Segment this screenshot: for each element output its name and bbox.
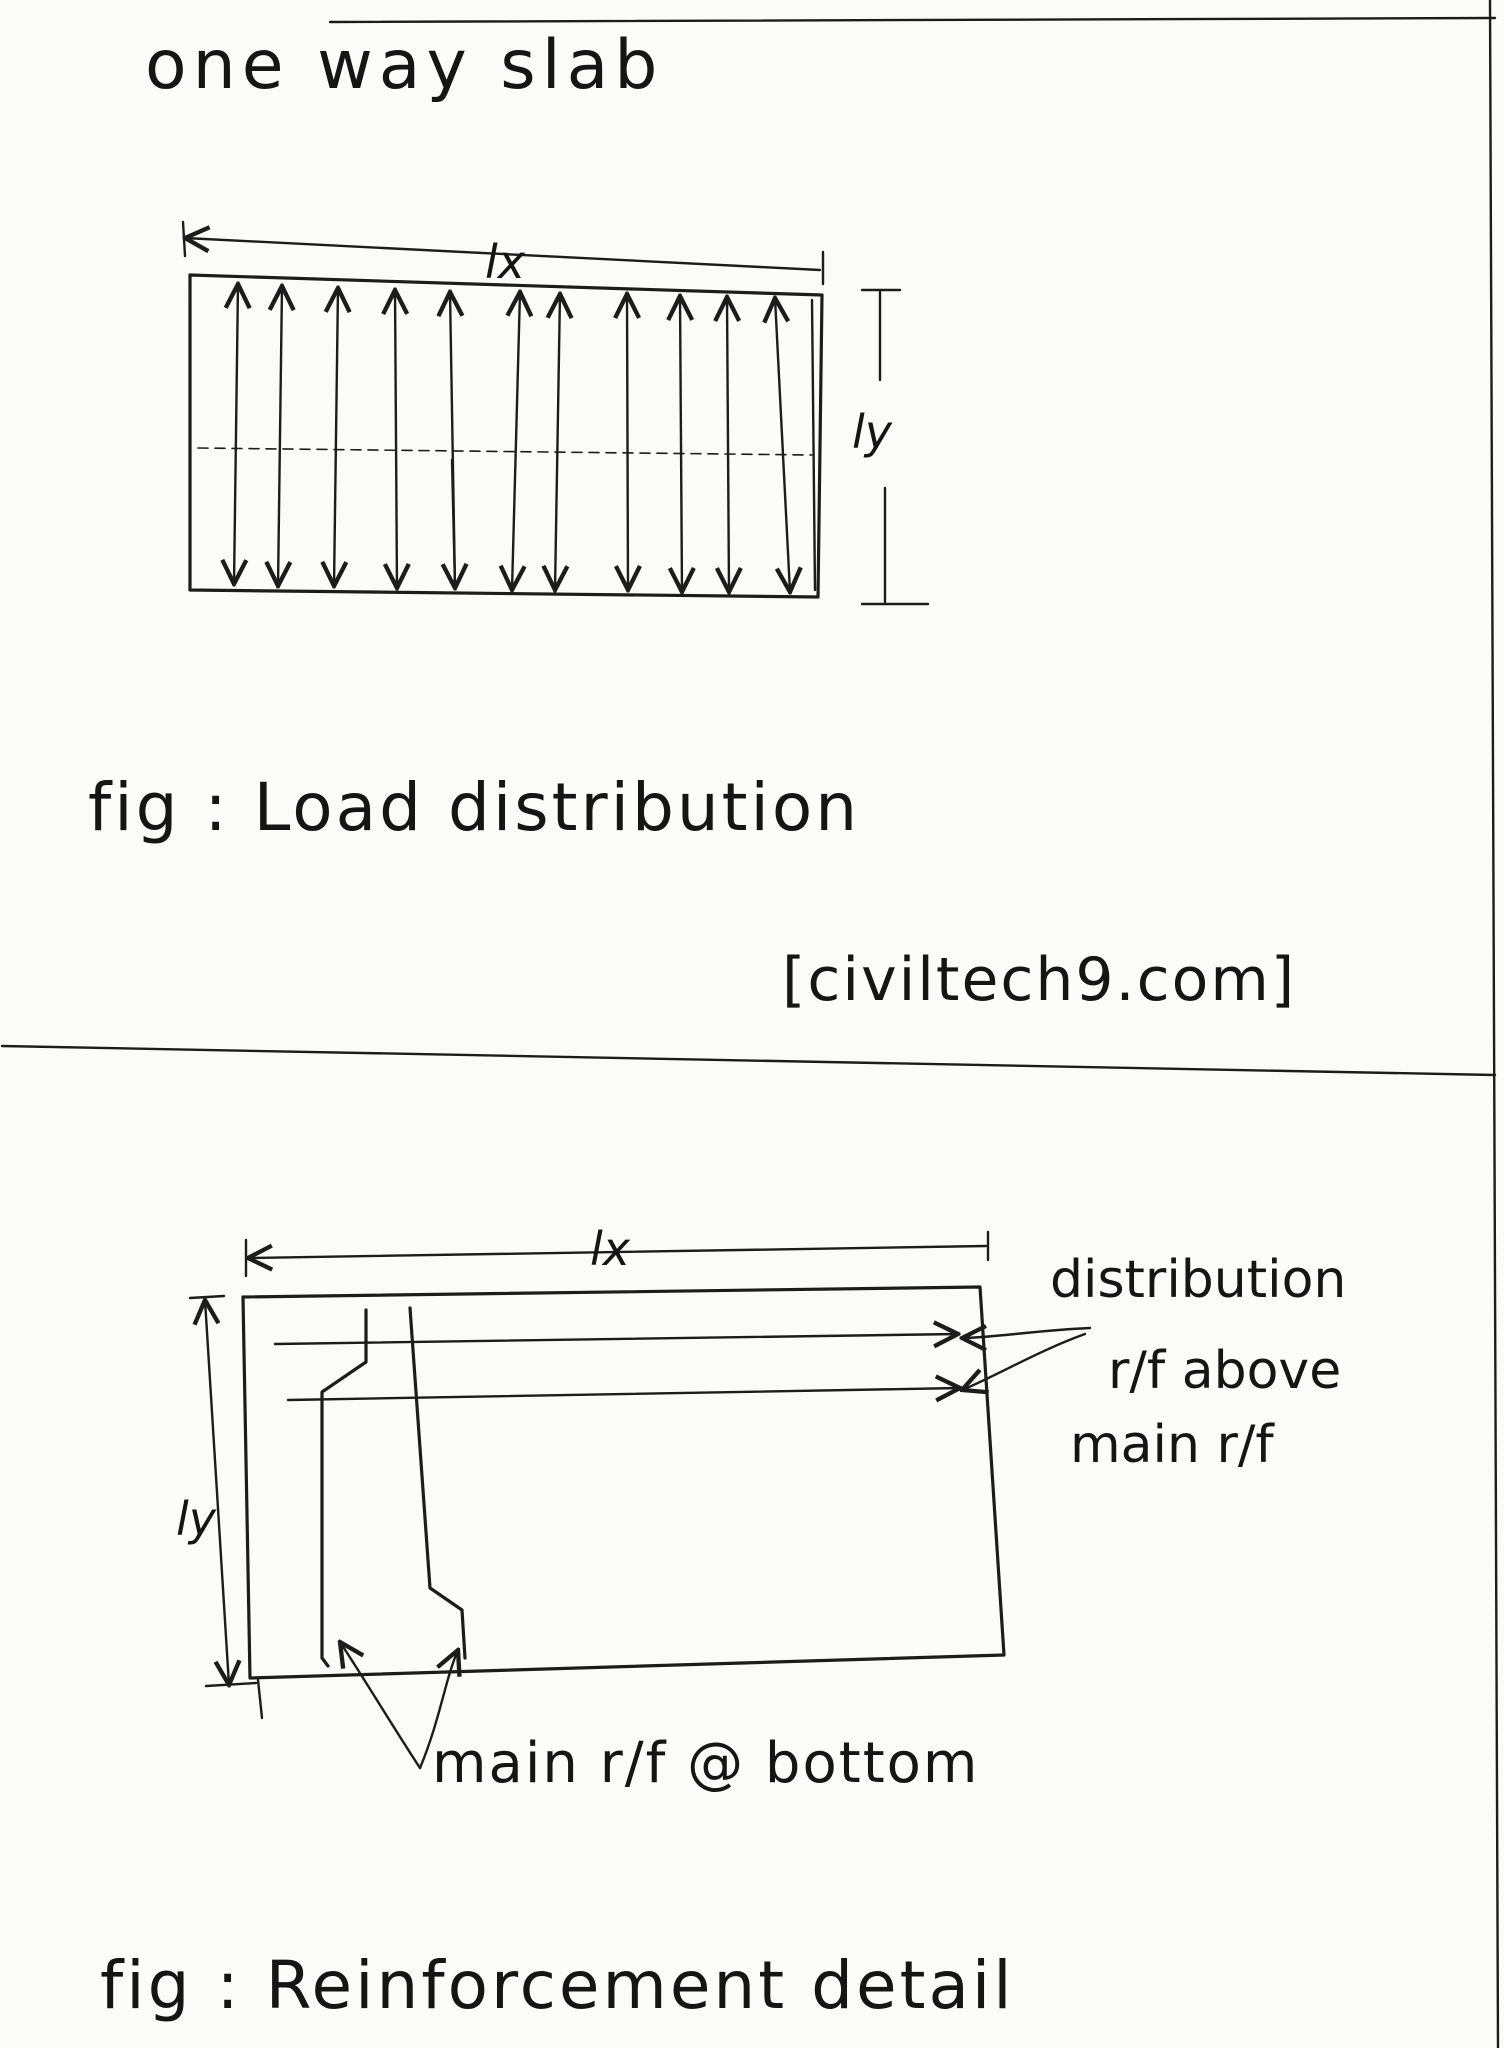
distribution-bars [273,1334,960,1400]
main-rf-annotation: main r/f @ bottom [340,1642,979,1796]
reinforcement-detail-figure: lx ly distribution r/f above main r/f [100,1222,1346,2024]
ly-dimension-top [860,288,930,606]
ly-label-top: ly [852,405,893,459]
main-bars [320,1306,467,1668]
load-distribution-figure: lx ly fig : Load di [88,220,930,846]
note-line-2: r/f above [1108,1341,1341,1401]
note-line-3: main r/f [1070,1415,1275,1475]
figure1-caption: fig : Load distribution [88,769,860,846]
ly-dimension-bottom [188,1294,258,1686]
section-divider [0,1044,1497,1077]
figure2-caption: fig : Reinforcement detail [100,1947,1015,2024]
lx-dimension-top [181,220,825,286]
slab-outline-top [188,273,824,599]
lx-dimension-bottom [244,1230,990,1278]
slab-centerline [197,447,813,456]
right-border-line [1488,0,1500,2048]
distribution-annotation: distribution r/f above main r/f [962,1250,1346,1475]
lx-label-top: lx [485,235,526,289]
main-rf-label: main r/f @ bottom [432,1731,979,1796]
top-border-line [328,16,1497,24]
slab-corner-tick [256,1678,264,1720]
page-title: one way slab [145,26,663,105]
slab-outline-bottom [241,1285,1006,1680]
lx-label-bottom: lx [590,1222,631,1276]
ly-label-bottom: ly [176,1492,217,1546]
load-arrows [234,284,817,592]
watermark-text: [civiltech9.com] [782,945,1296,1015]
note-line-1: distribution [1050,1250,1346,1310]
